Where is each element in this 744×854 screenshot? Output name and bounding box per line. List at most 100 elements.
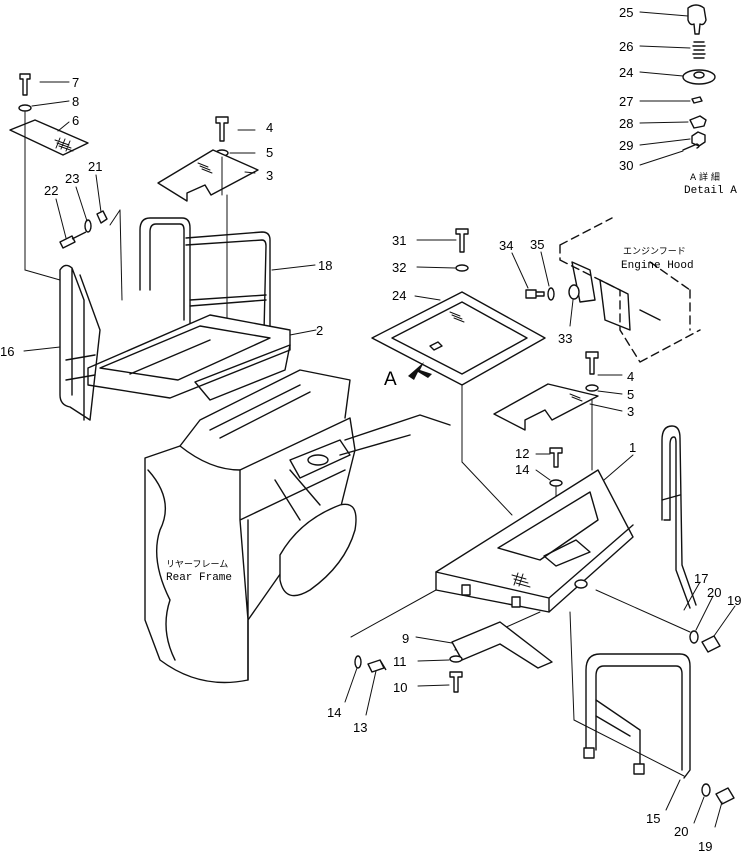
callout-12: 12 bbox=[515, 446, 529, 461]
callout-16: 16 bbox=[0, 344, 14, 359]
callout-24-center: 24 bbox=[392, 288, 406, 303]
callout-9: 9 bbox=[402, 631, 409, 646]
callout-5-lower: 5 bbox=[627, 387, 634, 402]
callout-20-lower: 20 bbox=[674, 824, 688, 839]
callout-20: 20 bbox=[707, 585, 721, 600]
step-ladder-part-16 bbox=[59, 264, 101, 421]
engine-hood-label: Engine Hood bbox=[621, 260, 694, 272]
callout-2: 2 bbox=[316, 323, 323, 338]
wire-part-30 bbox=[682, 143, 700, 151]
bolt-part-34 bbox=[525, 289, 545, 299]
view-arrow-a bbox=[408, 362, 432, 380]
bolt-part-12 bbox=[549, 447, 563, 468]
callout-22: 22 bbox=[44, 183, 58, 198]
right-plate-group: 4 5 3 bbox=[493, 351, 634, 471]
rear-frame-group: リヤーフレーム Rear Frame bbox=[144, 369, 451, 684]
bolt-part-4-lower bbox=[585, 351, 599, 375]
callout-26: 26 bbox=[619, 39, 633, 54]
callout-28: 28 bbox=[619, 116, 633, 131]
callout-27: 27 bbox=[619, 94, 633, 109]
washer-part-23 bbox=[84, 219, 92, 233]
rear-frame-label-jp: リヤーフレーム bbox=[166, 559, 228, 570]
callout-5: 5 bbox=[266, 145, 273, 160]
callout-33: 33 bbox=[558, 331, 572, 346]
callout-24: 24 bbox=[619, 65, 633, 80]
grommet-part-33 bbox=[568, 284, 580, 300]
callout-7: 7 bbox=[72, 75, 79, 90]
bracket-group: 9 11 10 14 13 bbox=[327, 621, 553, 735]
callout-19-lower: 19 bbox=[698, 839, 712, 854]
bolt-part-4-upper bbox=[215, 116, 229, 142]
washer-part-35 bbox=[547, 287, 555, 301]
cap-part-21 bbox=[96, 210, 108, 224]
washer-part-14-upper bbox=[549, 479, 563, 487]
engine-hood-label-jp: エンジンフード bbox=[623, 247, 686, 257]
callout-3: 3 bbox=[266, 168, 273, 183]
callout-32: 32 bbox=[392, 260, 406, 275]
callout-10: 10 bbox=[393, 680, 407, 695]
callout-6: 6 bbox=[72, 113, 79, 128]
handrail-part-15 bbox=[585, 653, 691, 779]
washer-part-8 bbox=[18, 104, 32, 112]
cover-plate-part-24 bbox=[371, 291, 546, 386]
detail-label: Detail A bbox=[684, 185, 737, 197]
washer-part-20-lower bbox=[701, 783, 711, 797]
callout-15: 15 bbox=[646, 811, 660, 826]
toolbox-group: 12 14 1 bbox=[350, 440, 636, 651]
callout-14-lower: 14 bbox=[327, 705, 341, 720]
detail-label-jp: A 詳 細 bbox=[690, 171, 720, 183]
right-handrail-group: 17 20 19 bbox=[595, 425, 741, 653]
upper-left-assembly: 7 8 6 4 5 3 21 23 22 18 bbox=[0, 73, 332, 421]
cover-plate-part-3-upper bbox=[157, 149, 259, 202]
engine-hood-group: エンジンフード Engine Hood 34 35 33 bbox=[499, 217, 701, 363]
spring-part-26 bbox=[692, 41, 706, 59]
bolt-part-22 bbox=[59, 231, 87, 249]
bolt-part-13 bbox=[367, 659, 387, 673]
handrail-part-18 bbox=[139, 217, 191, 326]
handrail-part-17 bbox=[661, 425, 697, 609]
callout-19: 19 bbox=[727, 593, 741, 608]
bolt-part-7 bbox=[19, 73, 31, 96]
bracket-part-9 bbox=[451, 621, 553, 669]
callout-13: 13 bbox=[353, 720, 367, 735]
callout-25: 25 bbox=[619, 5, 633, 20]
rear-frame-opening bbox=[279, 503, 357, 597]
knob-part-25 bbox=[687, 4, 707, 35]
rear-frame-label: Rear Frame bbox=[166, 572, 232, 584]
bolt-part-19-upper bbox=[701, 635, 721, 653]
callout-18: 18 bbox=[318, 258, 332, 273]
bolt-part-31 bbox=[455, 228, 469, 253]
callout-11: 11 bbox=[393, 654, 407, 669]
callout-14: 14 bbox=[515, 462, 529, 477]
cover-plate-part-3-lower bbox=[493, 383, 599, 431]
callout-21: 21 bbox=[88, 159, 102, 174]
block-part-28 bbox=[689, 115, 707, 129]
bolt-part-10 bbox=[449, 671, 463, 693]
washer-part-11 bbox=[449, 655, 463, 663]
lower-handrail-group: 15 20 19 bbox=[569, 611, 735, 854]
callout-1: 1 bbox=[629, 440, 636, 455]
detail-a-group: 25 26 24 27 28 29 30 A 詳 細 Detail A bbox=[619, 4, 737, 197]
seat-frame-part-2 bbox=[87, 314, 291, 399]
callout-34: 34 bbox=[499, 238, 513, 253]
callout-23: 23 bbox=[65, 171, 79, 186]
center-cover-group: 31 32 24 A bbox=[371, 228, 546, 516]
callout-4: 4 bbox=[266, 120, 273, 135]
callout-3-lower: 3 bbox=[627, 404, 634, 419]
callout-4-lower: 4 bbox=[627, 369, 634, 384]
engine-hood-outline bbox=[559, 217, 701, 363]
toolbox-part-1 bbox=[435, 469, 634, 613]
washer-part-20-upper bbox=[689, 630, 699, 644]
callout-30: 30 bbox=[619, 158, 633, 173]
bolt-part-19-lower bbox=[715, 787, 735, 805]
callout-17: 17 bbox=[694, 571, 708, 586]
nut-part-29 bbox=[691, 131, 706, 147]
washer-part-32 bbox=[455, 264, 469, 272]
washer-part-14-lower bbox=[354, 655, 362, 669]
callout-35: 35 bbox=[530, 237, 544, 252]
view-arrow-label: A bbox=[384, 369, 397, 390]
callout-31: 31 bbox=[392, 233, 406, 248]
callout-29: 29 bbox=[619, 138, 633, 153]
callout-8: 8 bbox=[72, 94, 79, 109]
